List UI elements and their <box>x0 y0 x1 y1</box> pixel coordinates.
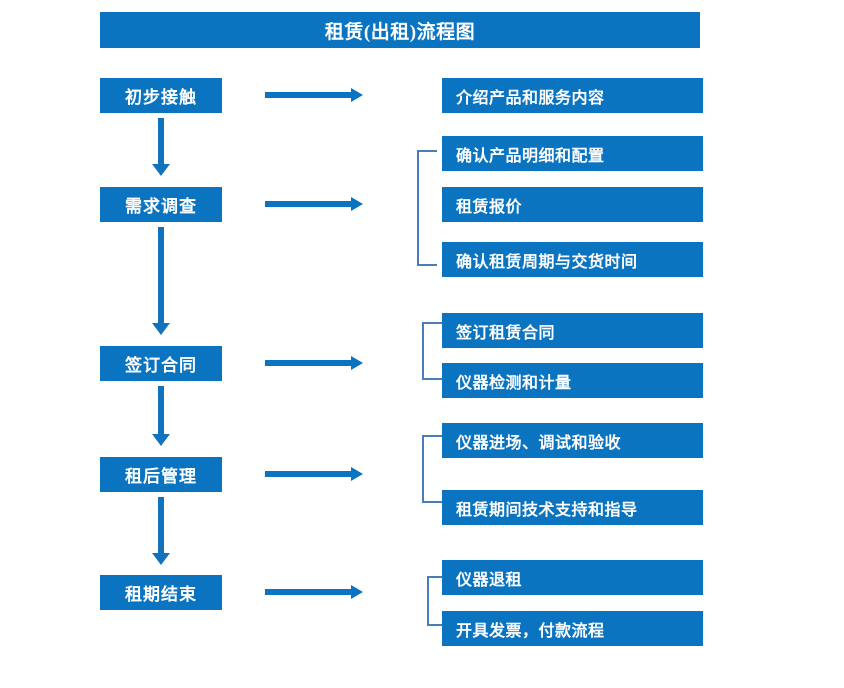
arrow-head <box>351 197 363 211</box>
detail-box-5[interactable]: 签订租赁合同 <box>442 313 703 348</box>
bracket-spine <box>422 435 424 503</box>
detail-box-2[interactable]: 确认产品明细和配置 <box>442 136 703 171</box>
group-bracket-2 <box>422 322 442 380</box>
detail-box-3[interactable]: 租赁报价 <box>442 187 703 222</box>
horizontal-arrow-3 <box>265 354 363 372</box>
arrow-head <box>152 164 170 176</box>
bracket-spine <box>417 150 419 266</box>
detail-box-10[interactable]: 开具发票，付款流程 <box>442 611 703 646</box>
detail-box-6[interactable]: 仪器检测和计量 <box>442 363 703 398</box>
arrow-shaft <box>265 360 353 366</box>
bracket-tip-top <box>422 322 442 324</box>
bracket-spine <box>422 322 424 380</box>
bracket-tip-bottom <box>417 264 437 266</box>
arrow-shaft <box>158 118 164 164</box>
stage-box-3[interactable]: 签订合同 <box>100 346 222 381</box>
arrow-head <box>351 467 363 481</box>
detail-box-9[interactable]: 仪器退租 <box>442 560 703 595</box>
bracket-tip-top <box>417 150 437 152</box>
detail-box-8[interactable]: 租赁期间技术支持和指导 <box>442 490 703 525</box>
arrow-shaft <box>265 471 353 477</box>
bracket-tip-top <box>422 435 442 437</box>
stage-box-2[interactable]: 需求调查 <box>100 187 222 222</box>
arrow-shaft <box>265 201 353 207</box>
arrow-head <box>351 585 363 599</box>
flowchart-title: 租赁(出租)流程图 <box>100 12 700 48</box>
horizontal-arrow-2 <box>265 195 363 213</box>
horizontal-arrow-4 <box>265 465 363 483</box>
arrow-shaft <box>158 227 164 323</box>
bracket-tip-bottom <box>422 501 442 503</box>
bracket-spine <box>427 576 429 626</box>
detail-box-1[interactable]: 介绍产品和服务内容 <box>442 78 703 113</box>
arrow-head <box>152 553 170 565</box>
arrow-head <box>351 88 363 102</box>
group-bracket-3 <box>422 435 442 503</box>
vertical-arrow-4 <box>152 497 170 565</box>
stage-box-4[interactable]: 租后管理 <box>100 457 222 492</box>
detail-box-4[interactable]: 确认租赁周期与交货时间 <box>442 242 703 277</box>
arrow-head <box>351 356 363 370</box>
stage-box-1[interactable]: 初步接触 <box>100 78 222 113</box>
arrow-shaft <box>265 92 353 98</box>
vertical-arrow-3 <box>152 386 170 446</box>
arrow-shaft <box>158 497 164 553</box>
arrow-shaft <box>265 589 353 595</box>
horizontal-arrow-5 <box>265 583 363 601</box>
vertical-arrow-1 <box>152 118 170 176</box>
detail-box-7[interactable]: 仪器进场、调试和验收 <box>442 423 703 458</box>
group-bracket-1 <box>417 150 437 266</box>
arrow-head <box>152 434 170 446</box>
bracket-tip-bottom <box>422 378 442 380</box>
stage-box-5[interactable]: 租期结束 <box>100 575 222 610</box>
horizontal-arrow-1 <box>265 86 363 104</box>
bracket-tip-bottom <box>427 624 447 626</box>
bracket-tip-top <box>427 576 447 578</box>
arrow-head <box>152 323 170 335</box>
vertical-arrow-2 <box>152 227 170 335</box>
arrow-shaft <box>158 386 164 434</box>
group-bracket-4 <box>427 576 447 626</box>
